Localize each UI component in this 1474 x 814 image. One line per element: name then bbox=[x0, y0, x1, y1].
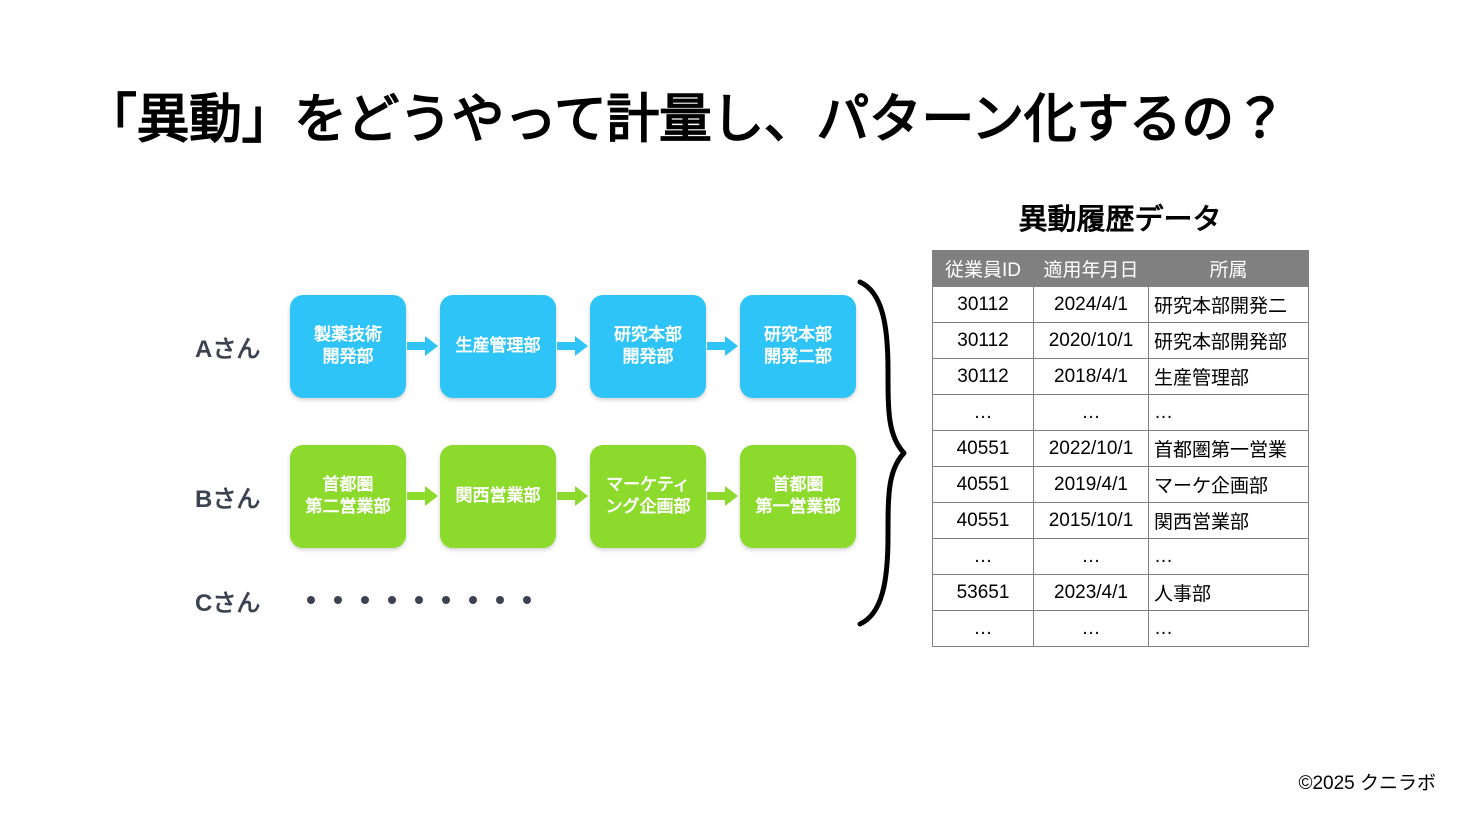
flow-node-b-3-line2: ング企画部 bbox=[605, 497, 691, 516]
flow-node-b-4-line2: 第一営業部 bbox=[755, 497, 841, 516]
cell-effective-date: … bbox=[1033, 394, 1149, 431]
cell-employee-id: 40551 bbox=[932, 502, 1034, 539]
cell-effective-date: 2022/10/1 bbox=[1033, 430, 1149, 467]
cell-employee-id: 30112 bbox=[932, 358, 1034, 395]
flow-node-a-4-line1: 研究本部 bbox=[764, 324, 832, 344]
cell-department: … bbox=[1148, 394, 1309, 431]
cell-department: 研究本部開発部 bbox=[1148, 322, 1309, 359]
ellipsis-dot bbox=[415, 596, 423, 604]
ellipsis-dot bbox=[307, 596, 315, 604]
person-label-a: Aさん bbox=[195, 335, 261, 363]
flow-node-a-4[interactable]: 研究本部 開発二部 bbox=[740, 294, 856, 398]
flow-node-b-4-line1: 首都圏 bbox=[772, 474, 824, 494]
flow-node-a-4-line2: 開発二部 bbox=[764, 347, 832, 366]
flow-row-b: Bさん 首都圏 第二営業部 関西営業部 bbox=[195, 444, 856, 548]
column-header-employee-id: 従業員ID bbox=[932, 250, 1034, 287]
flow-node-b-1[interactable]: 首都圏 第二営業部 bbox=[290, 444, 406, 548]
cell-effective-date: 2024/4/1 bbox=[1033, 286, 1149, 323]
cell-employee-id: … bbox=[932, 610, 1034, 647]
cell-department: 研究本部開発二 bbox=[1148, 286, 1309, 323]
copyright-footer: ©2025 クニラボ bbox=[1298, 773, 1436, 794]
cell-department: … bbox=[1148, 610, 1309, 647]
flow-node-a-1-line1: 製薬技術 bbox=[314, 324, 382, 344]
cell-employee-id: 53651 bbox=[932, 574, 1034, 611]
cell-employee-id: 30112 bbox=[932, 286, 1034, 323]
flow-node-a-3-line1: 研究本部 bbox=[614, 324, 682, 344]
cell-department: … bbox=[1148, 538, 1309, 575]
flow-node-b-4[interactable]: 首都圏 第一営業部 bbox=[740, 444, 856, 548]
table-row: ……… bbox=[932, 610, 1309, 647]
ellipsis-dot bbox=[469, 596, 477, 604]
cell-employee-id: 40551 bbox=[932, 430, 1034, 467]
ellipsis-dots bbox=[307, 596, 531, 604]
cell-department: 関西営業部 bbox=[1148, 502, 1309, 539]
ellipsis-dot bbox=[334, 596, 342, 604]
ellipsis-dot bbox=[523, 596, 531, 604]
cell-effective-date: 2019/4/1 bbox=[1033, 466, 1149, 503]
column-header-effective-date: 適用年月日 bbox=[1033, 250, 1149, 287]
ellipsis-dot bbox=[442, 596, 450, 604]
arrow-right-icon bbox=[706, 483, 740, 509]
flow-node-b-2-line1: 関西営業部 bbox=[455, 485, 541, 505]
arrow-right-icon bbox=[406, 483, 440, 509]
table-row: ……… bbox=[932, 394, 1309, 431]
ellipsis-dot bbox=[388, 596, 396, 604]
table-row: ……… bbox=[932, 538, 1309, 575]
flow-node-b-2[interactable]: 関西営業部 bbox=[440, 444, 556, 548]
cell-department: 生産管理部 bbox=[1148, 358, 1309, 395]
flow-node-b-3[interactable]: マーケティ ング企画部 bbox=[590, 444, 706, 548]
flow-node-b-1-line2: 第二営業部 bbox=[305, 497, 391, 516]
flow-row-a: Aさん 製薬技術 開発部 生産管理部 bbox=[195, 294, 856, 398]
flow-node-a-2-line1: 生産管理部 bbox=[455, 335, 541, 355]
column-header-department: 所属 bbox=[1148, 250, 1309, 287]
cell-effective-date: 2023/4/1 bbox=[1033, 574, 1149, 611]
arrow-right-icon bbox=[706, 333, 740, 359]
cell-department: 人事部 bbox=[1148, 574, 1309, 611]
cell-effective-date: 2015/10/1 bbox=[1033, 502, 1149, 539]
flow-node-b-1-line1: 首都圏 bbox=[322, 474, 374, 494]
cell-employee-id: 30112 bbox=[932, 322, 1034, 359]
flow-node-b-3-line1: マーケティ bbox=[606, 474, 690, 494]
flow-node-a-1[interactable]: 製薬技術 開発部 bbox=[290, 294, 406, 398]
curly-brace-icon bbox=[852, 278, 912, 628]
cell-department: 首都圏第一営業 bbox=[1148, 430, 1309, 467]
arrow-right-icon bbox=[556, 483, 590, 509]
flow-row-c: Cさん bbox=[195, 570, 531, 630]
cell-employee-id: 40551 bbox=[932, 466, 1034, 503]
ellipsis-dot bbox=[496, 596, 504, 604]
table-header-row: 従業員ID 適用年月日 所属 bbox=[932, 250, 1309, 287]
flow-node-a-3-line2: 開発部 bbox=[622, 347, 674, 366]
ellipsis-dot bbox=[361, 596, 369, 604]
career-flow-diagram: Aさん 製薬技術 開発部 生産管理部 bbox=[195, 278, 912, 630]
table-title: 異動履歴データ bbox=[1018, 204, 1222, 236]
flow-node-a-1-line2: 開発部 bbox=[322, 347, 374, 366]
cell-department: マーケ企画部 bbox=[1148, 466, 1309, 503]
cell-employee-id: … bbox=[932, 538, 1034, 575]
person-label-b: Bさん bbox=[195, 485, 261, 513]
arrow-right-icon bbox=[556, 333, 590, 359]
cell-effective-date: … bbox=[1033, 610, 1149, 647]
flow-node-a-2[interactable]: 生産管理部 bbox=[440, 294, 556, 398]
page-title: 「異動」をどうやって計量し、パターン化するの？ bbox=[84, 90, 1287, 149]
cell-employee-id: … bbox=[932, 394, 1034, 431]
arrow-right-icon bbox=[406, 333, 440, 359]
cell-effective-date: … bbox=[1033, 538, 1149, 575]
person-label-c: Cさん bbox=[195, 589, 261, 617]
cell-effective-date: 2020/10/1 bbox=[1033, 322, 1149, 359]
cell-effective-date: 2018/4/1 bbox=[1033, 358, 1149, 395]
flow-node-a-3[interactable]: 研究本部 開発部 bbox=[590, 294, 706, 398]
